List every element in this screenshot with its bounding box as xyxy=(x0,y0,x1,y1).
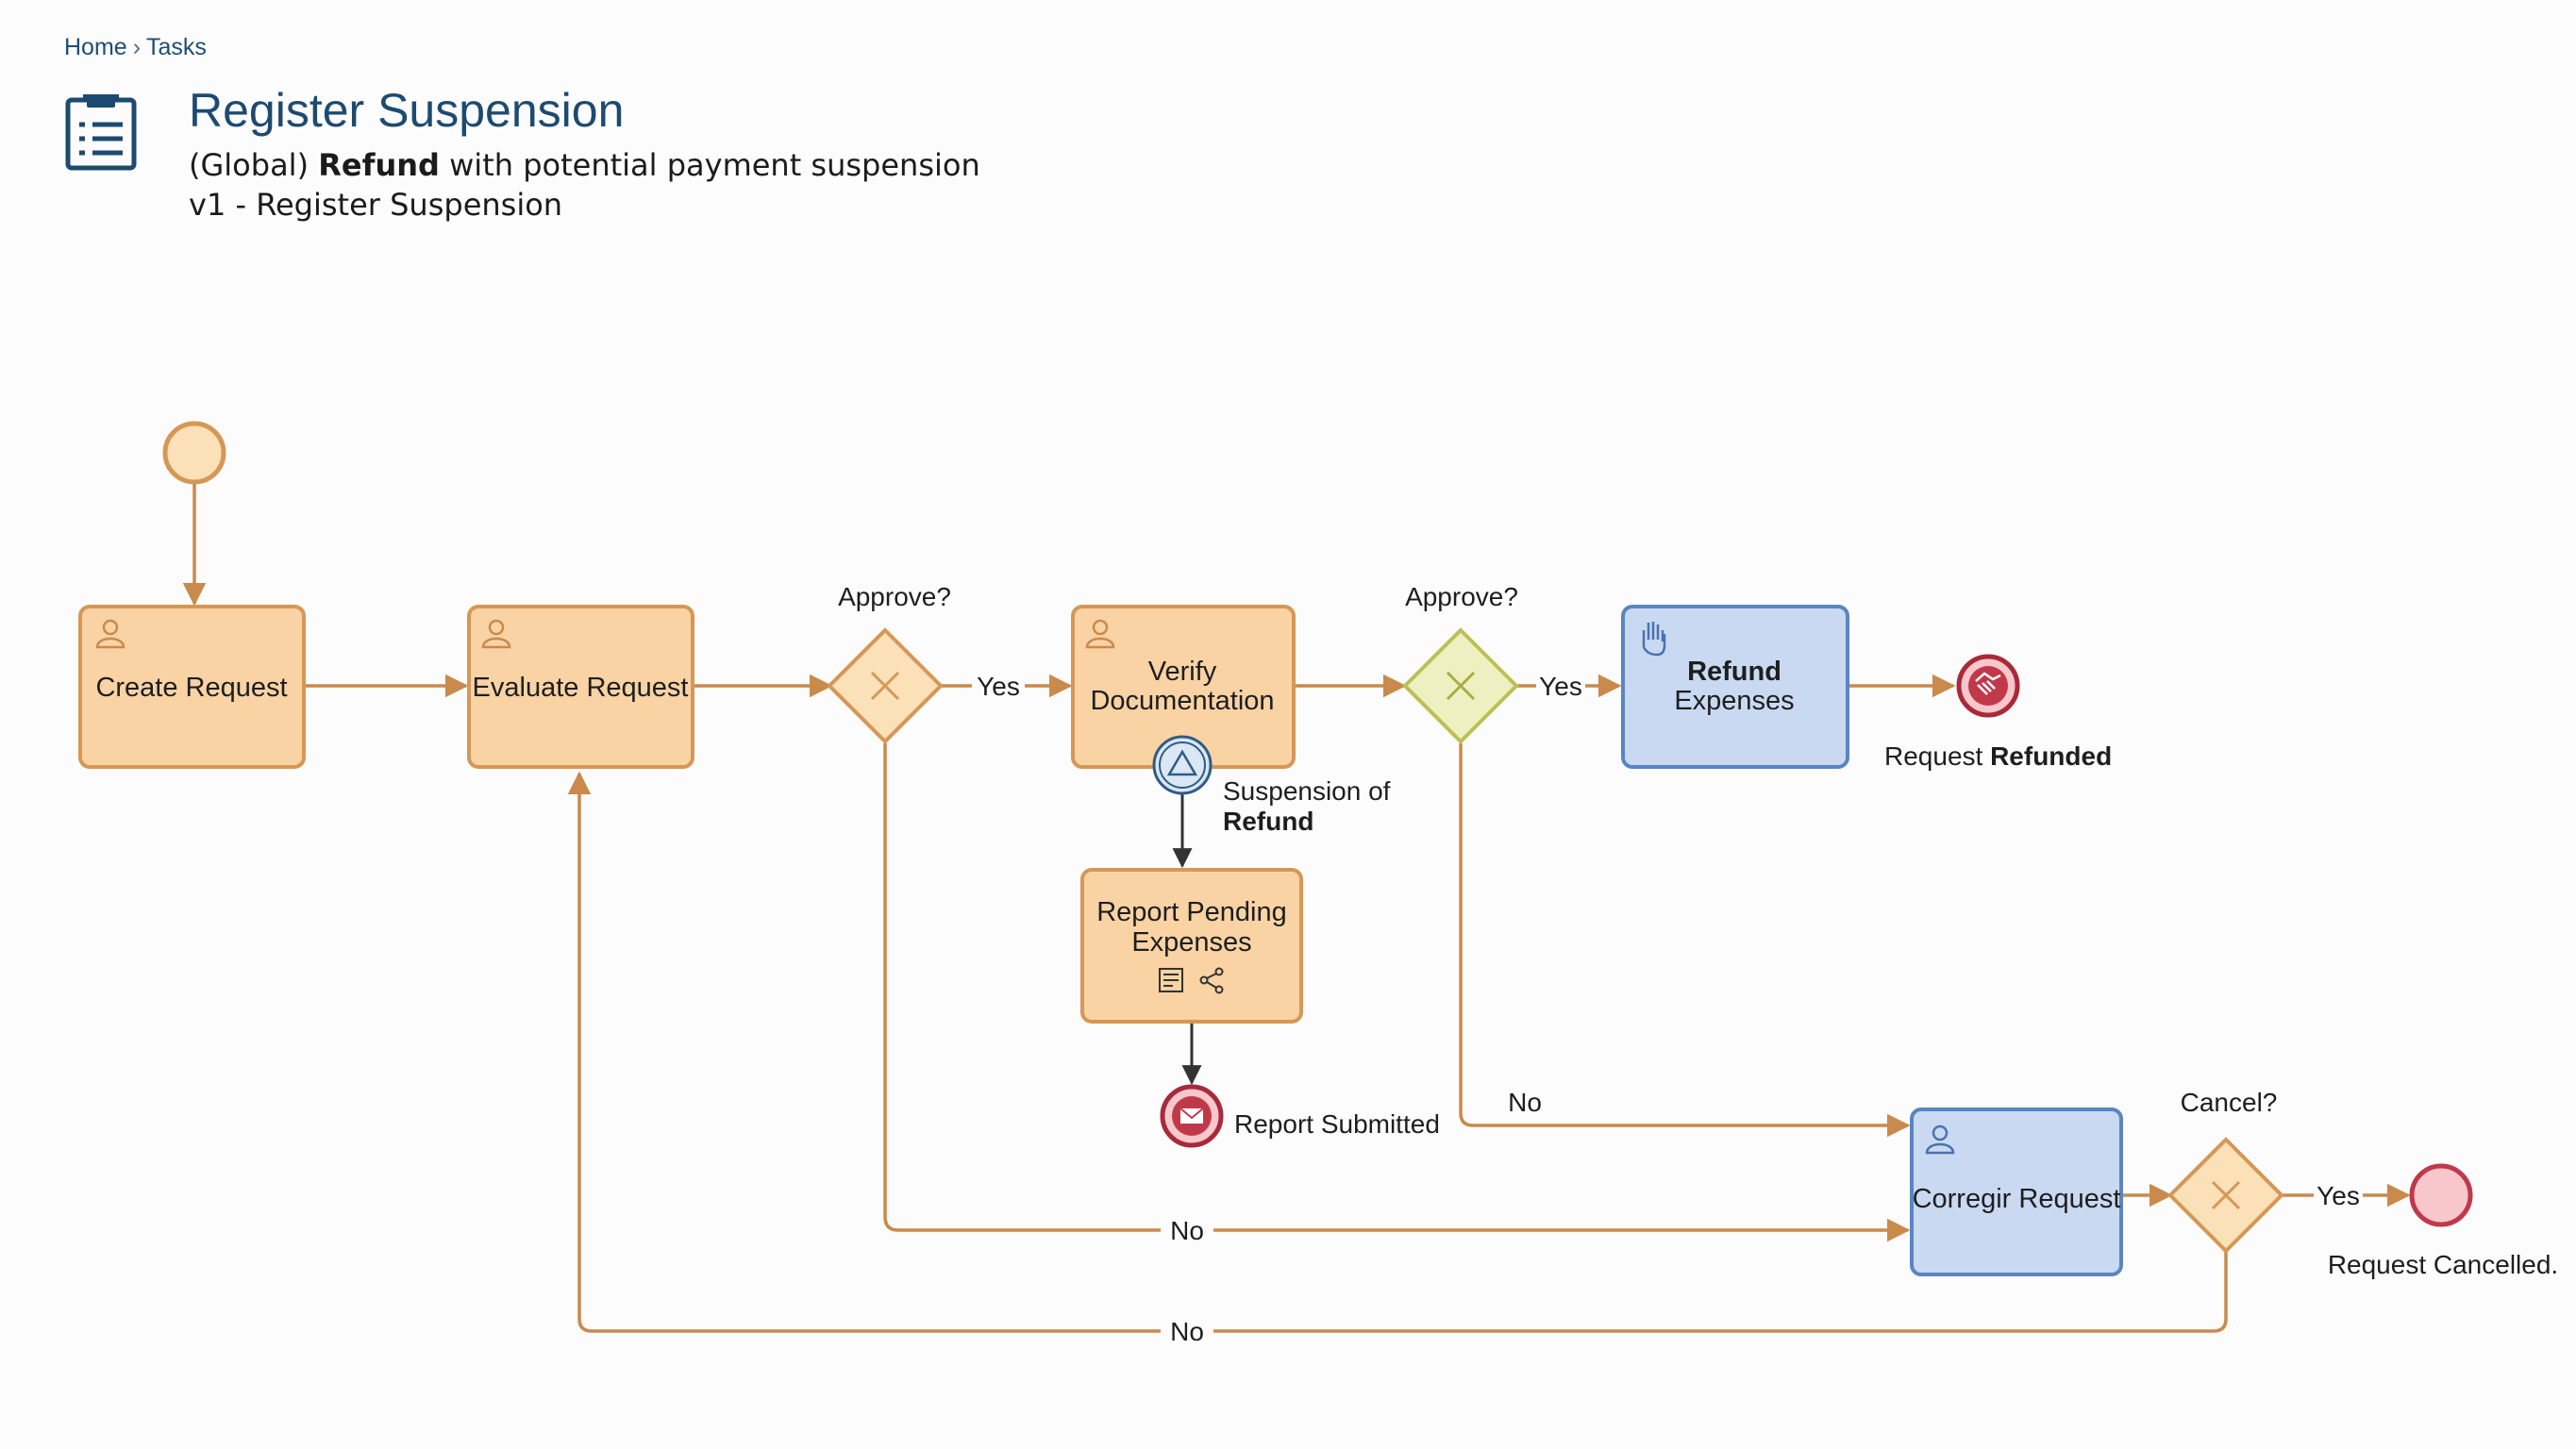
task-label-line2: Documentation xyxy=(1090,686,1274,716)
gateway-cancel[interactable]: Cancel? xyxy=(2167,1088,2284,1254)
request-refunded-label: Request Refunded xyxy=(1884,741,2112,771)
gateway-approve-1[interactable]: Approve? xyxy=(827,582,951,744)
gateway-label: Cancel? xyxy=(2181,1088,2278,1117)
task-verify-documentation[interactable]: Verify Documentation xyxy=(1071,605,1296,769)
form-icon xyxy=(1159,968,1183,992)
flow-gateway2-no xyxy=(1459,743,1911,1138)
breadcrumb: Home › Tasks xyxy=(64,34,207,61)
subtitle-prefix: (Global) xyxy=(189,147,319,183)
page-subtitle: (Global) Refund with potential payment s… xyxy=(189,145,1000,225)
gateway-label: Approve? xyxy=(1405,582,1518,611)
task-report-pending-expenses[interactable]: Report Pending Expenses xyxy=(1080,868,1303,1024)
report-submitted-label: Report Submitted xyxy=(1234,1109,1440,1139)
end-event-request-cancelled[interactable] xyxy=(2409,1163,2473,1227)
breadcrumb-tasks-link[interactable]: Tasks xyxy=(146,34,207,60)
flow-label-no: No xyxy=(1170,1216,1204,1245)
boundary-flows xyxy=(1172,794,1202,1086)
exclusive-x-icon xyxy=(1446,671,1476,701)
flow-gateway1-no-a xyxy=(883,743,1161,1232)
flow-label-yes: Yes xyxy=(1539,672,1582,701)
envelope-icon xyxy=(1179,1108,1204,1124)
gateway-approve-2[interactable]: Approve? xyxy=(1402,582,1519,744)
task-label-line1: Refund xyxy=(1687,657,1781,687)
handshake-icon xyxy=(1975,672,2001,695)
task-label-line1: Report Pending xyxy=(1096,897,1287,927)
clipboard-list-icon xyxy=(65,94,137,171)
end-event-report-submitted[interactable] xyxy=(1160,1084,1224,1148)
exclusive-x-icon xyxy=(2211,1180,2241,1210)
breadcrumb-separator: › xyxy=(132,34,142,60)
exclusive-x-icon xyxy=(870,671,900,701)
flow-cancel-no-a xyxy=(1213,1251,2228,1333)
triangle-icon xyxy=(1166,749,1198,776)
flow-label-yes: Yes xyxy=(977,672,1020,701)
suspension-label-line1: Suspension of xyxy=(1223,776,1391,806)
task-label: Evaluate Request xyxy=(473,673,689,703)
breadcrumb-home-link[interactable]: Home xyxy=(64,34,127,60)
flow-label-no: No xyxy=(1508,1088,1542,1117)
flow-label-yes: Yes xyxy=(2317,1181,2360,1210)
task-label-line1: Verify xyxy=(1148,657,1217,687)
task-create-request[interactable]: Create Request xyxy=(78,605,306,769)
sequence-flows xyxy=(182,483,2411,1333)
task-label-line2: Expenses xyxy=(1674,686,1794,716)
manual-task-hand-icon xyxy=(1642,622,1666,657)
share-icon xyxy=(1199,967,1224,994)
subtitle-bold: Refund xyxy=(318,147,440,183)
flow-cancel-no-b xyxy=(567,771,1161,1333)
page-title: Register Suspension xyxy=(189,84,625,137)
request-cancelled-label: Request Cancelled. xyxy=(2328,1250,2558,1279)
task-label: Corregir Request xyxy=(1913,1184,2121,1214)
end-event-request-refunded[interactable] xyxy=(1956,654,2020,718)
suspension-label-line2: Refund xyxy=(1223,807,1313,836)
boundary-event-suspension[interactable] xyxy=(1152,735,1213,795)
start-event[interactable] xyxy=(162,421,226,485)
task-label-line2: Expenses xyxy=(1131,927,1251,958)
task-label: Create Request xyxy=(95,673,287,703)
task-refund-expenses[interactable]: Refund Expenses xyxy=(1621,605,1849,769)
gateway-label: Approve? xyxy=(838,582,951,611)
task-evaluate-request[interactable]: Evaluate Request xyxy=(467,605,694,769)
flow-label-no: No xyxy=(1170,1317,1204,1346)
subtitle-rest: with potential payment suspension v1 - R… xyxy=(189,147,980,223)
task-corregir-request[interactable]: Corregir Request xyxy=(1910,1108,2123,1276)
request-refunded-bold: Refunded xyxy=(1990,741,2112,771)
request-refunded-prefix: Request xyxy=(1884,741,1990,771)
